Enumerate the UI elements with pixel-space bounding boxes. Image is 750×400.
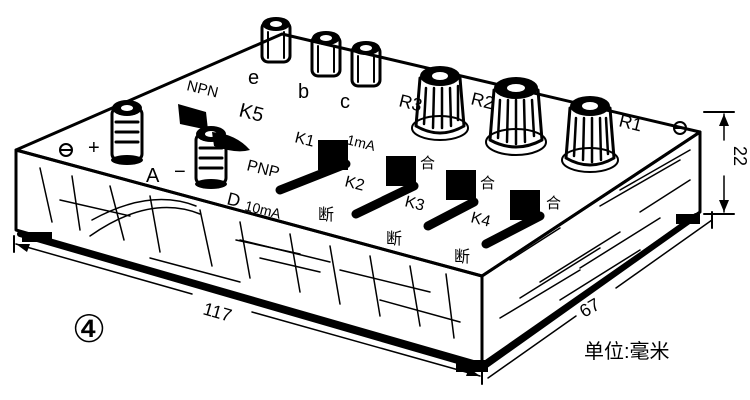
label-r3: R3: [397, 90, 424, 115]
label-he-k2: 合: [420, 155, 435, 172]
screw-right: [673, 121, 687, 135]
switch-k5: [178, 104, 250, 152]
label-1ma: 1mA: [345, 131, 377, 154]
terminal-e: [260, 17, 292, 64]
label-duan-k2: 断: [386, 230, 402, 248]
label-b: b: [298, 81, 309, 103]
label-d: D: [225, 188, 242, 211]
knob-r2: [485, 77, 547, 156]
label-c: c: [340, 91, 350, 113]
knob-r1: [561, 96, 619, 173]
foot-left: [22, 232, 52, 242]
label-duan-k3: 断: [454, 248, 470, 266]
label-k1: K1: [293, 129, 316, 150]
dimension-length-value: 117: [201, 299, 234, 326]
label-duan-k1: 断: [318, 206, 334, 224]
label-r2: R2: [469, 88, 496, 113]
slide-switch-k1: [275, 140, 351, 195]
label-he-k3: 合: [480, 175, 495, 192]
label-k5: K5: [237, 100, 266, 127]
dimension-height-value: 22: [730, 146, 750, 166]
label-k3: K3: [403, 193, 426, 214]
label-plus: +: [88, 137, 100, 159]
figure-number: ④: [72, 307, 106, 351]
label-minus: −: [174, 161, 186, 183]
terminal-c: [350, 41, 382, 88]
label-k4: K4: [469, 209, 492, 230]
screw-left: [59, 143, 73, 157]
unit-label: 单位:毫米: [584, 340, 670, 363]
dimension-height: 22: [703, 111, 750, 215]
label-a: A: [146, 165, 160, 187]
label-pnp: PNP: [245, 157, 281, 181]
foot-front: [456, 360, 488, 372]
label-e: e: [248, 67, 259, 89]
terminal-b: [310, 31, 342, 78]
foot-right: [676, 214, 700, 224]
knob-r3: [411, 66, 469, 141]
label-npn: NPN: [185, 77, 220, 101]
terminal-a: [110, 100, 144, 165]
label-r1: R1: [617, 110, 644, 135]
slide-switch-k4: [481, 190, 545, 249]
label-he-k4: 合: [546, 195, 561, 212]
slide-switch-k3: [423, 170, 479, 231]
box-body: [14, 32, 702, 372]
label-k2: K2: [343, 173, 366, 194]
slide-switch-k2: [351, 156, 419, 219]
